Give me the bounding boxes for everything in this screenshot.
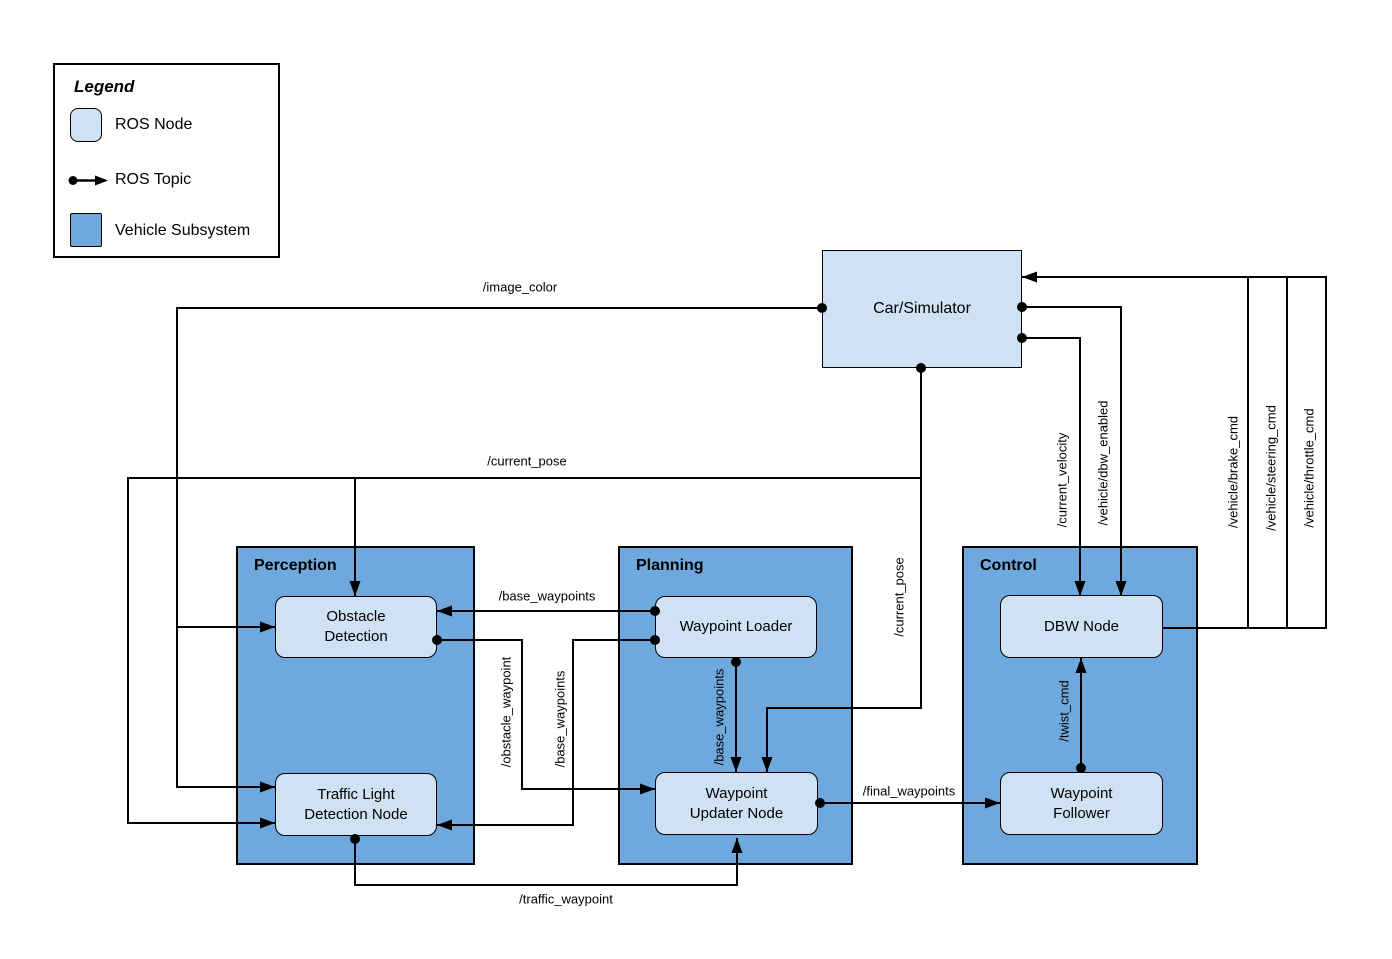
node-dbw: DBW Node: [1000, 595, 1163, 658]
ros-topic-arrow-icon: [68, 173, 110, 193]
topic-label-traffic-waypoint: /traffic_waypoint: [519, 891, 613, 907]
vehicle-subsystem-swatch-icon: [70, 213, 102, 247]
legend-label-vehicle-subsystem: Vehicle Subsystem: [115, 222, 251, 239]
node-label-waypoint-loader: Waypoint Loader: [679, 618, 793, 635]
node-waypoint-loader: Waypoint Loader: [655, 596, 817, 658]
node-obstacle-detection: Obstacle Detection: [275, 596, 437, 658]
node-label-waypoint-updater: Waypoint Updater Node: [689, 784, 784, 822]
topic-label-final-waypoints: /final_waypoints: [862, 783, 956, 799]
topic-label-steering-cmd: /vehicle/steering_cmd: [1263, 405, 1279, 531]
topic-label-dbw-enabled: /vehicle/dbw_enabled: [1095, 400, 1111, 526]
subsystem-title-planning: Planning: [636, 557, 704, 574]
topic-label-obstacle-waypoint: /obstacle_waypoint: [498, 656, 514, 768]
topic-label-base-waypoints-planning: /base_waypoints: [711, 668, 727, 766]
subsystem-title-perception: Perception: [254, 557, 337, 574]
legend-label-ros-topic: ROS Topic: [115, 171, 192, 188]
topic-label-throttle-cmd: /vehicle/throttle_cmd: [1301, 408, 1317, 528]
node-label-car-simulator: Car/Simulator: [873, 300, 971, 317]
subsystem-title-control: Control: [980, 557, 1037, 574]
arrowhead: [1022, 271, 1037, 283]
ros-node-swatch-icon: [70, 108, 102, 142]
topic-label-current-pose-vertical: /current_pose: [891, 557, 907, 637]
legend-box: Legend ROS Node ROS Topic Vehicle Subsys…: [53, 63, 280, 258]
topic-label-current-pose: /current_pose: [487, 453, 567, 469]
legend-title: Legend: [74, 77, 135, 96]
node-label-waypoint-follower: Waypoint Follower: [1050, 784, 1113, 822]
topic-label-base-waypoints-mid: /base_waypoints: [552, 670, 568, 768]
node-label-dbw: DBW Node: [1043, 617, 1120, 635]
node-label-obstacle-detection: Obstacle Detection: [324, 608, 388, 645]
legend-label-ros-node: ROS Node: [115, 116, 193, 133]
node-car-simulator: Car/Simulator: [822, 250, 1022, 368]
topic-label-current-velocity: /current_velocity: [1054, 432, 1070, 528]
topic-label-twist-cmd: /twist_cmd: [1056, 680, 1072, 742]
node-waypoint-follower: Waypoint Follower: [1000, 772, 1163, 835]
topic-label-brake-cmd: /vehicle/brake_cmd: [1225, 416, 1241, 528]
node-traffic-light-detection: Traffic Light Detection Node: [275, 773, 437, 836]
topic-label-base-waypoints: /base_waypoints: [498, 588, 596, 604]
node-label-traffic-light-detection: Traffic Light Detection Node: [304, 785, 408, 823]
node-waypoint-updater: Waypoint Updater Node: [655, 772, 818, 835]
topic-label-image-color: /image_color: [482, 279, 558, 295]
